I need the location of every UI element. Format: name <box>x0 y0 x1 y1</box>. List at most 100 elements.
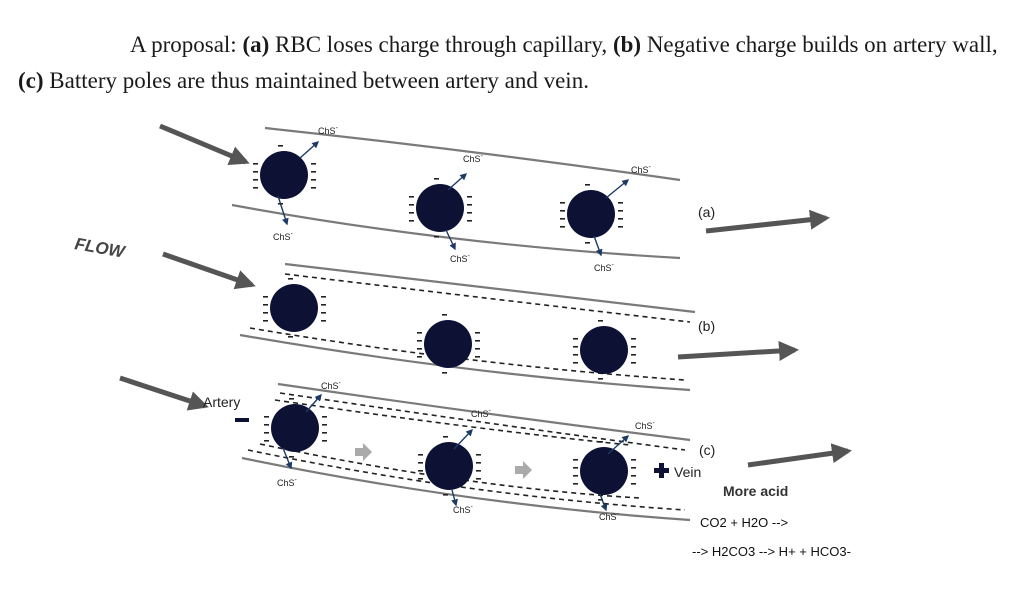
charge-tick <box>560 226 565 228</box>
charge-tick <box>321 320 326 322</box>
charge-tick <box>467 204 472 206</box>
vessel-wall <box>231 203 681 260</box>
charge-tick <box>475 332 480 334</box>
charge-tick <box>631 354 636 356</box>
charge-tick <box>417 348 422 350</box>
charge-tick <box>573 475 578 477</box>
vessel-wall <box>284 262 696 314</box>
charge-tick <box>289 398 294 400</box>
ion-arrow <box>451 489 458 507</box>
negative-charge-layer <box>284 273 691 323</box>
ion-charge-sign: - <box>471 504 474 511</box>
charge-tick <box>322 416 327 418</box>
caption-part-b-label: (b) <box>612 32 642 57</box>
charge-tick <box>631 362 636 364</box>
red-blood-cell <box>260 151 308 199</box>
chs-ion-markers: ChS-ChS-ChS-ChS-ChS-ChS-ChS-ChS-ChS-ChS-… <box>273 125 656 522</box>
red-blood-cell <box>416 184 464 232</box>
charge-tick <box>573 467 578 469</box>
charge-tick <box>443 436 448 438</box>
negative-charge-layer <box>247 449 686 511</box>
red-blood-cell <box>580 326 628 374</box>
flow-arrow <box>677 340 799 361</box>
charge-tick <box>560 202 565 204</box>
chs-ion-label: ChS- <box>635 420 656 431</box>
charge-tick <box>311 163 316 165</box>
ion-charge-sign: - <box>336 125 339 132</box>
ion-arrow <box>605 179 630 199</box>
flow-arrows <box>119 123 852 479</box>
charge-tick <box>467 212 472 214</box>
charge-tick <box>631 483 636 485</box>
ion-arrow <box>607 435 630 455</box>
chs-ion-label: ChS- <box>631 164 652 175</box>
charge-tick <box>476 470 481 472</box>
charge-tick <box>322 424 327 426</box>
chs-ion-label: ChS- <box>277 477 298 488</box>
charge-tick <box>598 499 603 501</box>
charge-tick <box>618 202 623 204</box>
small-flow-arrow <box>355 443 372 461</box>
ion-charge-sign: - <box>481 153 484 160</box>
charge-tick <box>434 236 439 238</box>
charge-tick <box>631 338 636 340</box>
charge-tick <box>618 210 623 212</box>
charge-layers <box>247 273 691 511</box>
ion-arrow <box>282 447 293 470</box>
charge-tick <box>264 440 269 442</box>
chs-ion-label: ChS- <box>321 380 342 391</box>
charge-tick <box>263 296 268 298</box>
negative-charge-layer <box>279 392 686 451</box>
charge-tick <box>311 187 316 189</box>
figure-caption: A proposal: (a) RBC loses charge through… <box>18 27 1008 99</box>
red-blood-cell <box>567 190 615 238</box>
ion-charge-sign: - <box>653 420 656 427</box>
ion-charge-sign: - <box>291 231 294 238</box>
flow-arrow <box>705 209 830 234</box>
ion-charge-sign: - <box>489 408 492 415</box>
charge-tick <box>264 424 269 426</box>
caption-part-c-label: (c) <box>18 68 44 93</box>
flow-label: FLOW <box>73 234 128 262</box>
ion-arrow <box>445 229 456 251</box>
ion-arrow <box>599 493 608 512</box>
caption-part-a-label: (a) <box>242 32 270 57</box>
red-blood-cell <box>270 284 318 332</box>
negative-charge-layer <box>259 443 641 499</box>
charge-tick <box>418 462 423 464</box>
vein-label: Vein <box>674 464 701 480</box>
charge-tick <box>598 441 603 443</box>
flow-arrow <box>119 375 209 411</box>
charge-tick <box>417 340 422 342</box>
vessel-wall <box>241 456 691 522</box>
charge-tick <box>573 483 578 485</box>
panel-label-a: (a) <box>698 204 715 220</box>
charge-tick <box>467 220 472 222</box>
positive-pole-icon <box>654 463 669 478</box>
charge-tick <box>417 332 422 334</box>
flow-arrow <box>159 123 250 166</box>
charge-tick <box>618 218 623 220</box>
ion-arrow <box>447 173 468 191</box>
caption-prefix: A proposal: <box>130 32 243 57</box>
red-blood-cell <box>580 447 628 495</box>
red-blood-cell <box>271 404 319 452</box>
chs-ion-label: ChS- <box>594 262 615 273</box>
ion-charge-sign: - <box>612 262 615 269</box>
charge-tick <box>573 354 578 356</box>
charge-tick <box>476 462 481 464</box>
charge-tick <box>560 210 565 212</box>
charge-tick <box>321 296 326 298</box>
charge-tick <box>585 242 590 244</box>
ion-charge-sign: - <box>339 380 342 387</box>
vessel-wall <box>239 333 691 392</box>
red-blood-cell <box>424 320 472 368</box>
small-flow-arrow <box>515 461 532 479</box>
chs-ion-label: ChS- <box>273 231 294 242</box>
charge-tick <box>263 304 268 306</box>
charge-tick <box>476 478 481 480</box>
charge-tick <box>288 278 293 280</box>
equation-line-1: CO2 + H2O --> <box>700 515 788 530</box>
